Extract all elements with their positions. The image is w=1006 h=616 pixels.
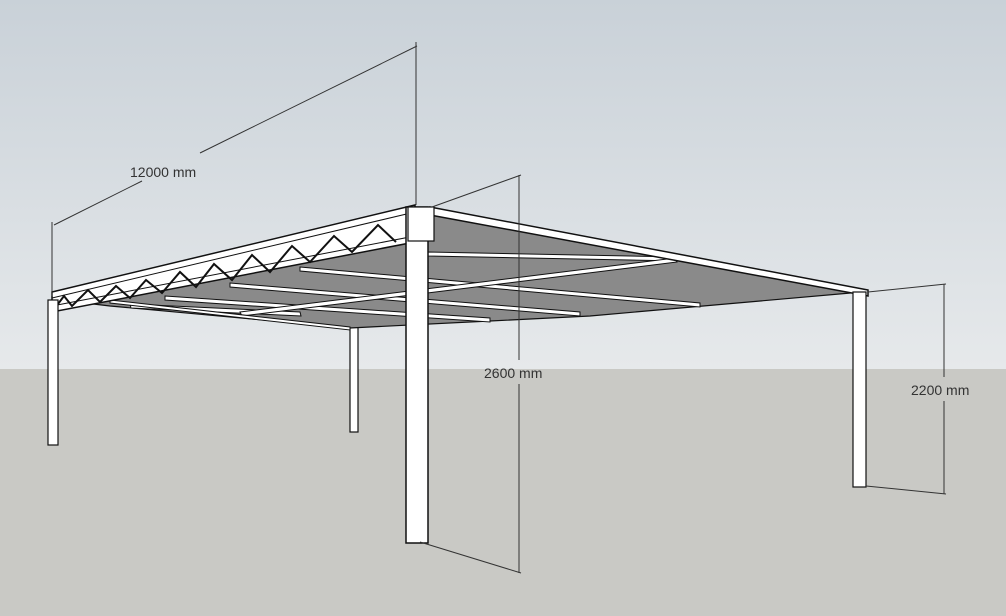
back-column — [349, 317, 359, 433]
dimension-length[interactable] — [51, 42, 418, 296]
front-corner-column — [405, 206, 429, 544]
ground — [0, 369, 1006, 616]
roof-beams — [109, 251, 701, 331]
dimension-label-length: 12000 mm — [130, 164, 196, 180]
right-column — [852, 291, 867, 488]
column-cap — [407, 206, 435, 242]
dimension-front-height[interactable] — [419, 174, 522, 574]
front-truss — [51, 204, 416, 313]
dimension-side-height[interactable] — [865, 283, 947, 495]
dimension-label-side-height: 2200 mm — [911, 382, 969, 398]
front-left-column — [47, 299, 59, 446]
dimension-label-front-height: 2600 mm — [484, 365, 542, 381]
